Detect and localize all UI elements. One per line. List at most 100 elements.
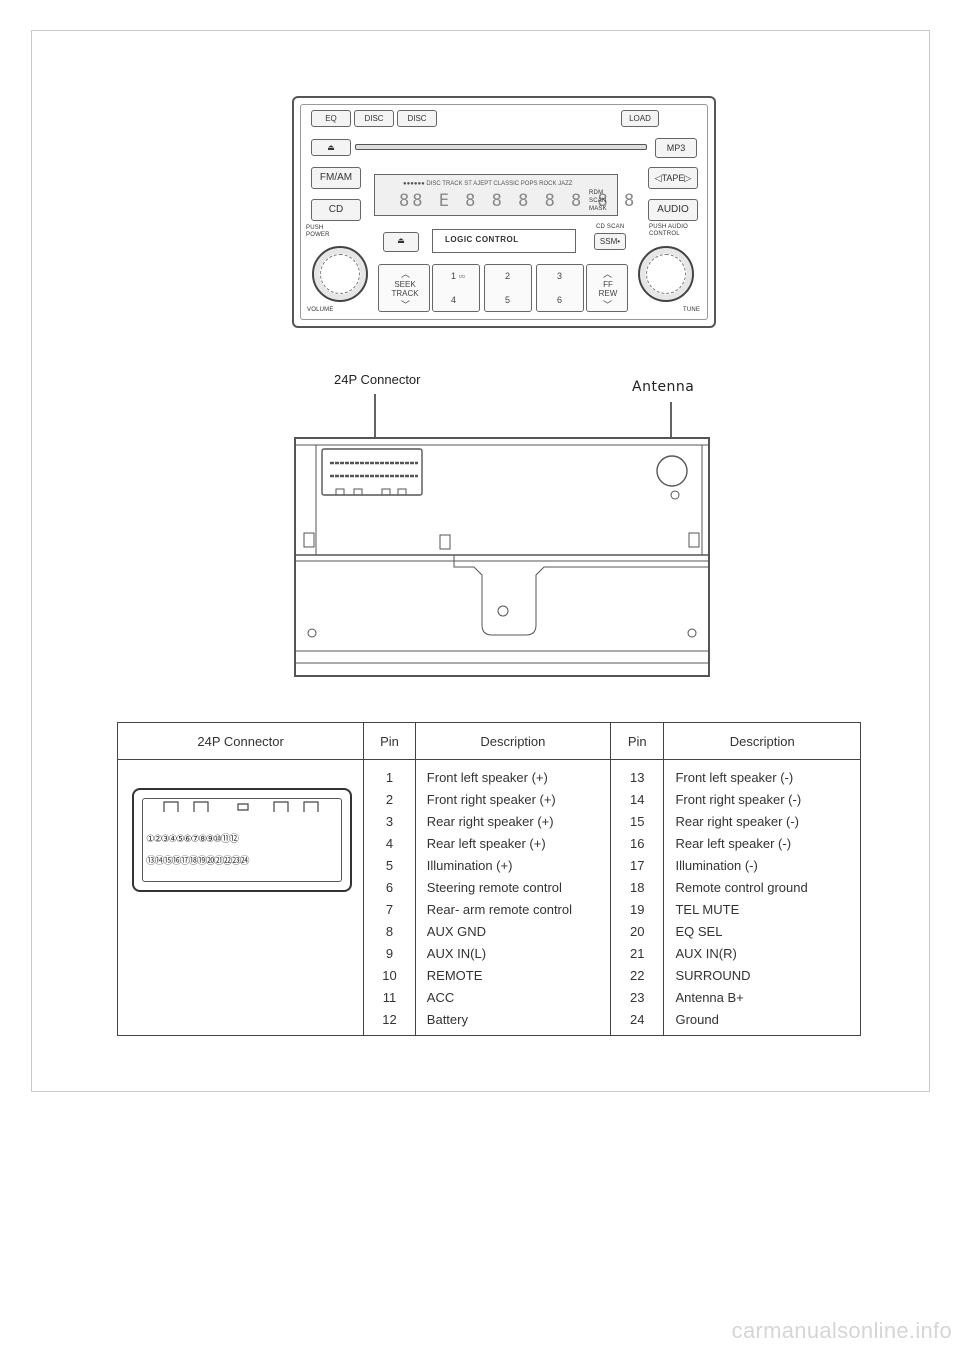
preset-1-4-button[interactable]: 1 ▫▫ 4 bbox=[432, 264, 480, 312]
pin-description: SURROUND bbox=[675, 968, 751, 983]
header-pin-2: Pin bbox=[609, 722, 665, 760]
preset-5-label: 5 bbox=[505, 295, 511, 305]
pin-table-header-row: 24P Connector Pin Description Pin Descri… bbox=[116, 722, 861, 760]
chevron-up-icon: ︿ bbox=[401, 269, 411, 279]
pin-number: 19 bbox=[629, 902, 645, 917]
seek-track-label: SEEK TRACK bbox=[391, 280, 419, 298]
volume-label: VOLUME bbox=[307, 307, 334, 313]
pin-description: REMOTE bbox=[426, 968, 483, 983]
descriptions-left-cell: Front left speaker (+)Front right speake… bbox=[414, 759, 611, 1036]
chevron-down-icon: ﹀ bbox=[603, 300, 613, 310]
mp3-button[interactable]: MP3 bbox=[655, 138, 697, 158]
connector-pins-top-row: ①②③④⑤⑥⑦⑧⑨⑩⑪⑫ bbox=[146, 834, 239, 845]
pin-table: 24P Connector Pin Description Pin Descri… bbox=[116, 722, 861, 1036]
pin-description: Illumination (+) bbox=[426, 858, 513, 873]
fm-am-button[interactable]: FM/AM bbox=[311, 167, 361, 189]
pin-number: 15 bbox=[629, 814, 645, 829]
preset-6-label: 6 bbox=[557, 295, 563, 305]
preset-2-label: 2 bbox=[505, 271, 511, 281]
disc-down-button[interactable]: DISC bbox=[354, 110, 394, 127]
disc-up-button[interactable]: DISC bbox=[397, 110, 437, 127]
pin-description: ACC bbox=[426, 990, 455, 1005]
pin-description: Ground bbox=[675, 1012, 719, 1027]
pin-description: AUX IN(R) bbox=[675, 946, 737, 961]
chassis-clip-center bbox=[439, 534, 451, 550]
descriptions-right-cell: Front left speaker (-)Front right speake… bbox=[663, 759, 861, 1036]
lcd-display: ●●●●●● DISC TRACK ST AJEPT CLASSIC POPS … bbox=[374, 174, 634, 216]
header-description-1: Description bbox=[414, 722, 611, 760]
preset-4-label: 4 bbox=[451, 295, 457, 305]
pin-number: 18 bbox=[629, 880, 645, 895]
logic-control-label: LOGIC CONTROL bbox=[445, 235, 519, 244]
pin-number: 14 bbox=[629, 792, 645, 807]
header-description-2: Description bbox=[663, 722, 861, 760]
chassis-bracket bbox=[453, 555, 710, 636]
connector-latch-drawing bbox=[163, 801, 319, 812]
connector-pins-bottom-row: ⑬⑭⑮⑯⑰⑱⑲⑳㉑㉒㉓㉔ bbox=[146, 856, 250, 867]
pin-number: 20 bbox=[629, 924, 645, 939]
volume-knob[interactable] bbox=[312, 246, 368, 302]
watermark: carmanualsonline.info bbox=[731, 1318, 952, 1343]
page-frame bbox=[31, 30, 930, 1092]
pin-number: 12 bbox=[382, 1012, 397, 1027]
preset-1-label: 1 ▫▫ bbox=[451, 271, 465, 281]
chassis-screw bbox=[497, 605, 509, 617]
audio-button[interactable]: AUDIO bbox=[648, 199, 698, 221]
connector-latches bbox=[335, 488, 407, 495]
cassette-eject-button[interactable]: ⏏ bbox=[383, 232, 419, 252]
connector-figure-cell: ①②③④⑤⑥⑦⑧⑨⑩⑪⑫ ⑬⑭⑮⑯⑰⑱⑲⑳㉑㉒㉓㉔ bbox=[116, 759, 365, 1036]
pin-number: 4 bbox=[385, 836, 394, 851]
pin-description: Steering remote control bbox=[426, 880, 562, 895]
cd-slot bbox=[355, 144, 647, 150]
eq-button[interactable]: EQ bbox=[311, 110, 351, 127]
ssm-button[interactable]: SSM• bbox=[594, 233, 626, 250]
pin-number: 23 bbox=[629, 990, 645, 1005]
cassette-door: LOGIC CONTROL bbox=[432, 229, 576, 253]
pin-number: 6 bbox=[385, 880, 394, 895]
preset-3-6-button[interactable]: 3 6 bbox=[536, 264, 584, 312]
antenna-screw bbox=[670, 490, 680, 500]
pin-number: 22 bbox=[629, 968, 645, 983]
disc-down-label: DISC bbox=[364, 114, 384, 123]
cd-button[interactable]: CD bbox=[311, 199, 361, 221]
pin-number: 24 bbox=[629, 1012, 645, 1027]
pin-number: 8 bbox=[385, 924, 394, 939]
pin-description: AUX IN(L) bbox=[426, 946, 487, 961]
pin-number: 13 bbox=[629, 770, 645, 785]
load-button[interactable]: LOAD bbox=[621, 110, 659, 127]
antenna-callout-label: Antenna bbox=[632, 379, 695, 395]
pin-description: Rear- arm remote control bbox=[426, 902, 573, 917]
chassis-clip-left bbox=[303, 532, 315, 548]
pin-description: Antenna B+ bbox=[675, 990, 744, 1005]
seek-track-button[interactable]: ︿ SEEK TRACK ﹀ bbox=[378, 264, 430, 312]
pin-description: Illumination (-) bbox=[675, 858, 758, 873]
eject-icon: ⏏ bbox=[327, 143, 335, 152]
connector-face-inner bbox=[142, 798, 342, 882]
preset-3-label: 3 bbox=[557, 271, 563, 281]
tune-knob[interactable] bbox=[638, 246, 694, 302]
pin-number: 21 bbox=[629, 946, 645, 961]
pin-number: 17 bbox=[629, 858, 645, 873]
pin-description: Remote control ground bbox=[675, 880, 808, 895]
pin-description: TEL MUTE bbox=[675, 902, 740, 917]
pin-description: Rear left speaker (-) bbox=[675, 836, 792, 851]
pin-number: 5 bbox=[385, 858, 394, 873]
connector-callout-label: 24P Connector bbox=[334, 372, 421, 387]
eject-button[interactable]: ⏏ bbox=[311, 139, 351, 156]
chassis-hole-right bbox=[687, 628, 697, 638]
pin-description: AUX GND bbox=[426, 924, 487, 939]
pin-number: 2 bbox=[385, 792, 394, 807]
eject-icon: ⏏ bbox=[397, 236, 405, 245]
pin-description: Front right speaker (-) bbox=[675, 792, 802, 807]
pin-number: 11 bbox=[382, 990, 397, 1005]
rear-24p-connector bbox=[321, 448, 423, 496]
pin-description: Front left speaker (+) bbox=[426, 770, 548, 785]
pin-description: Rear left speaker (+) bbox=[426, 836, 546, 851]
preset-2-5-button[interactable]: 2 5 bbox=[484, 264, 532, 312]
ff-rew-button[interactable]: ︿ FF REW ﹀ bbox=[586, 264, 628, 312]
tape-button[interactable]: ◁TAPE▷ bbox=[648, 167, 698, 189]
chevron-up-icon: ︿ bbox=[603, 269, 613, 279]
push-power-label: PUSH POWER bbox=[306, 225, 330, 238]
display-indicators: RDM SCAN MASK bbox=[589, 190, 607, 212]
